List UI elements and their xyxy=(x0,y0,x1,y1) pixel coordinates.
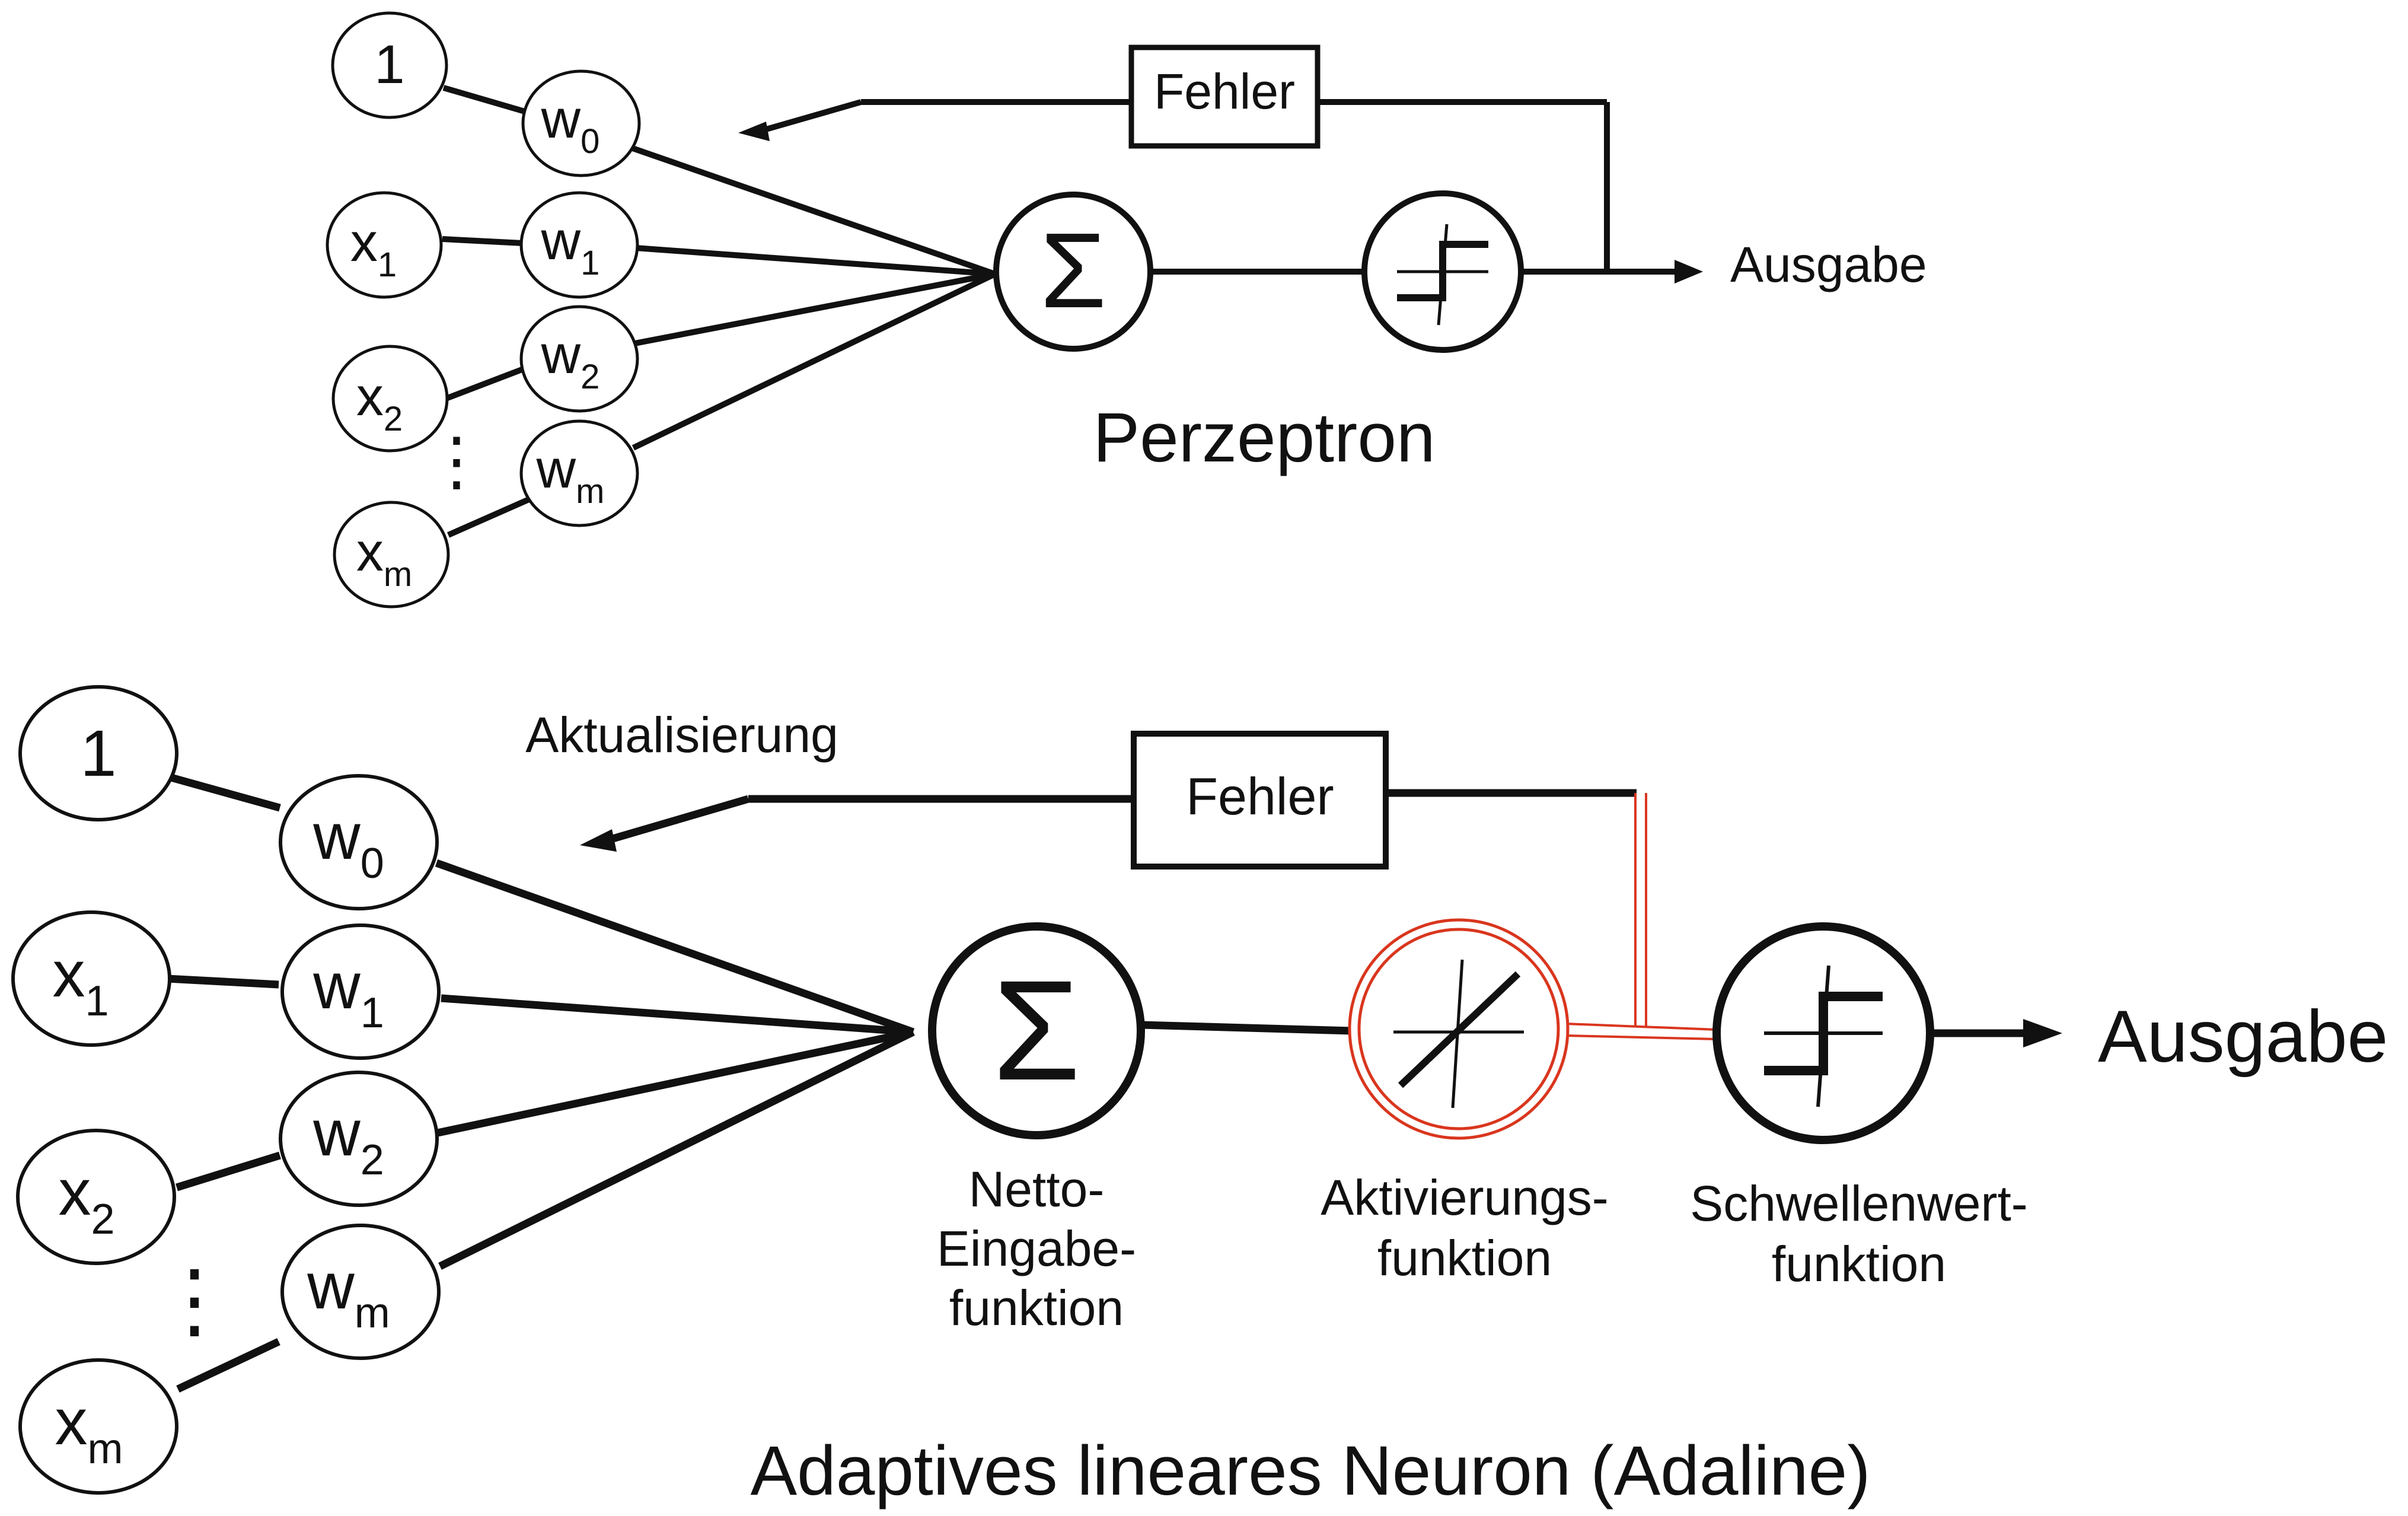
perceptron-sum-symbol: Σ xyxy=(1040,211,1106,330)
adaline-input-bias-label: 1 xyxy=(80,717,116,790)
perceptron-title: Perzeptron xyxy=(1093,399,1435,477)
adaline-threshold-label: Schwellenwert- funktion xyxy=(1690,1176,2028,1292)
adaline-sum-symbol: Σ xyxy=(993,951,1080,1110)
perceptron-error-box xyxy=(1128,44,1321,149)
adaline-input-node-xm xyxy=(18,1358,178,1495)
adaline-connections xyxy=(167,773,2028,1393)
svg-text:Schwellenwert-: Schwellenwert- xyxy=(1690,1176,2028,1231)
perceptron-step-icon xyxy=(1397,224,1488,326)
adaline-net-input-label: Netto- Eingabe- funktion xyxy=(937,1161,1136,1336)
adaline-activation-connector xyxy=(1565,793,1717,1040)
adaline-weight-w2-label: w2 xyxy=(312,1097,384,1184)
perceptron-weight-w0-label: w0 xyxy=(541,89,600,161)
perceptron-output-label: Ausgabe xyxy=(1730,237,1927,292)
perceptron-error-label: Fehler xyxy=(1154,63,1295,119)
adaline-input-node-bias xyxy=(18,685,178,821)
adaline-sum-node xyxy=(928,922,1145,1139)
perceptron-input-node-xm xyxy=(333,501,450,609)
perceptron-input-xm-label: xm xyxy=(356,522,412,594)
adaline-weight-node-w2 xyxy=(279,1071,439,1207)
perceptron-input-node-x1 xyxy=(326,191,443,299)
adaline-weight-nodes: w0 w1 w2 wm xyxy=(279,774,441,1360)
adaline-weight-wm-label: wm xyxy=(307,1250,390,1337)
adaline-input-xm-label: xm xyxy=(55,1386,123,1473)
adaline-input-nodes: 1 x1 x2 xm xyxy=(11,685,178,1495)
adaline-update-arrowhead xyxy=(580,829,617,852)
perceptron-weight-nodes: w0 w1 w2 wm xyxy=(519,69,641,527)
perceptron-weight-w1-label: w1 xyxy=(541,211,600,282)
adaline-output-label: Ausgabe xyxy=(2098,996,2388,1078)
perceptron-weight-wm-label: wm xyxy=(536,439,605,511)
perceptron-update-arrowhead xyxy=(738,122,770,141)
perceptron-connections xyxy=(442,85,1678,538)
adaline-input-node-x1 xyxy=(11,910,171,1047)
perceptron-weight-w2-label: w2 xyxy=(541,324,600,396)
adaline-weight-node-wm xyxy=(280,1224,441,1360)
adaline-weight-node-w0 xyxy=(279,774,439,910)
adaline-title: Adaptives lineares Neuron (Adaline) xyxy=(750,1432,1870,1510)
perceptron-diagram: Fehler 1 x1 x2 xm ⋮ w0 w1 w2 wm Σ xyxy=(326,11,1927,609)
svg-text:funktion: funktion xyxy=(1377,1230,1552,1286)
perceptron-output-arrowhead xyxy=(1675,260,1703,284)
adaline-ellipsis: ⋮ xyxy=(153,1253,236,1346)
perceptron-weight-node-wm xyxy=(519,419,639,527)
svg-text:funktion: funktion xyxy=(949,1280,1124,1336)
adaline-step-icon xyxy=(1764,965,1883,1107)
perceptron-input-node-bias xyxy=(331,11,448,119)
adaline-linear-icon xyxy=(1393,959,1524,1109)
perceptron-ellipsis: ⋮ xyxy=(424,425,489,498)
adaline-input-node-x2 xyxy=(16,1129,176,1265)
adaline-input-x2-label: x2 xyxy=(58,1156,114,1243)
adaline-activation-inner-ring xyxy=(1357,928,1560,1130)
perceptron-weight-node-w0 xyxy=(521,69,641,177)
adaline-activation-label: Aktivierungs- funktion xyxy=(1321,1170,1609,1286)
perceptron-input-bias-label: 1 xyxy=(374,34,404,95)
svg-text:Eingabe-: Eingabe- xyxy=(937,1221,1136,1276)
perceptron-input-x2-label: x2 xyxy=(356,367,403,438)
adaline-update-label: Aktualisierung xyxy=(525,707,838,763)
perceptron-input-x1-label: x1 xyxy=(350,212,397,284)
adaline-error-box xyxy=(1131,731,1389,870)
svg-text:funktion: funktion xyxy=(1772,1236,1946,1292)
adaline-diagram: Fehler Aktualisierung 1 x1 x2 xm ⋮ w0 w1… xyxy=(11,685,2388,1510)
perceptron-input-nodes: 1 x1 x2 xm xyxy=(326,11,450,609)
perceptron-input-node-x2 xyxy=(331,345,449,453)
perceptron-weight-node-w1 xyxy=(519,191,639,299)
adaline-weight-w0-label: w0 xyxy=(312,800,384,887)
perceptron-sum-node xyxy=(993,192,1153,352)
adaline-weight-w1-label: w1 xyxy=(312,950,384,1037)
svg-text:Aktivierungs-: Aktivierungs- xyxy=(1321,1170,1609,1225)
adaline-error-label: Fehler xyxy=(1186,767,1334,826)
perceptron-weight-node-w2 xyxy=(519,305,639,413)
svg-text:Netto-: Netto- xyxy=(969,1161,1105,1217)
adaline-weight-node-w1 xyxy=(280,923,441,1060)
adaline-output-arrowhead xyxy=(2023,1019,2062,1047)
adaline-input-x1-label: x1 xyxy=(52,938,109,1025)
